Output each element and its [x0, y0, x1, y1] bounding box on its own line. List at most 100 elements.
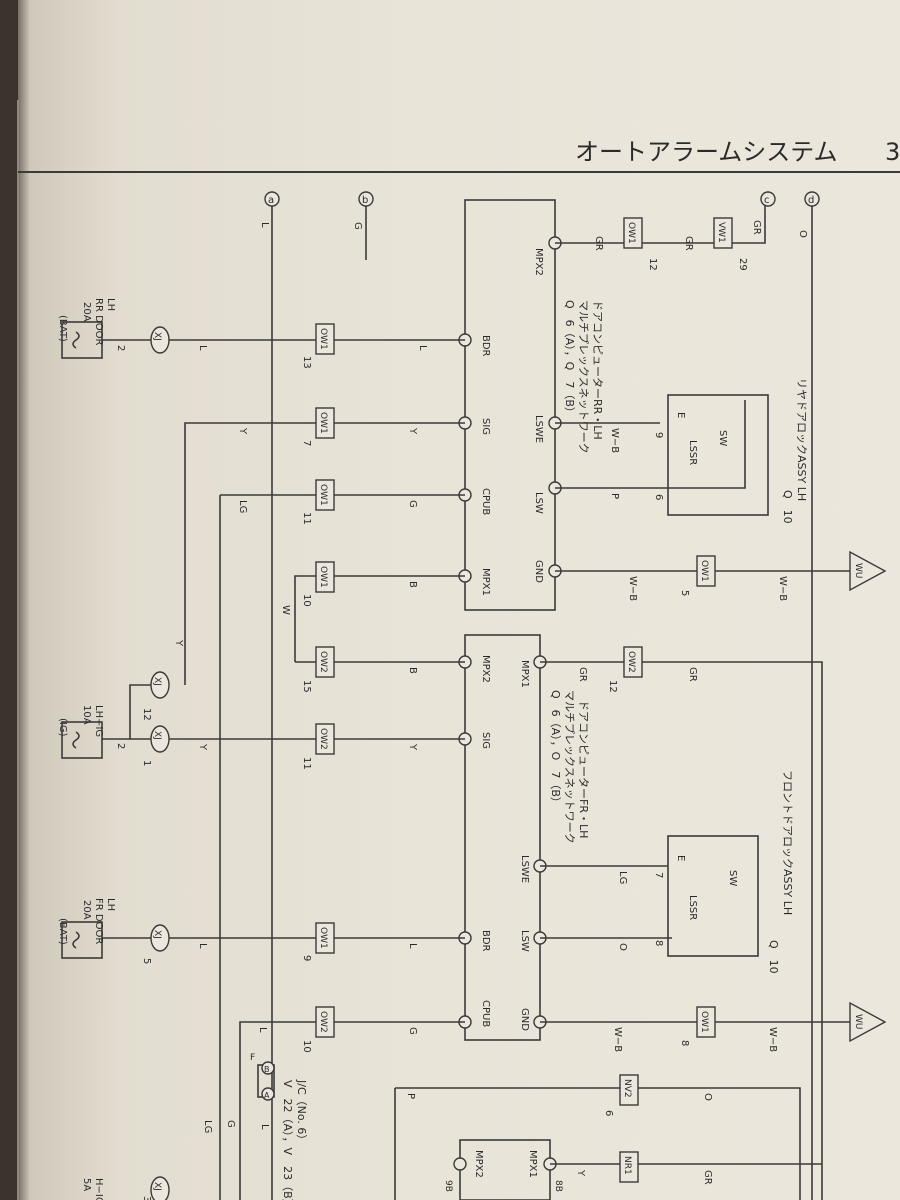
ecu-rr-name1: マルチプレックスネットワーク — [577, 300, 590, 454]
terminal-label: a — [268, 195, 274, 206]
pin-label: MPX1 — [527, 1150, 538, 1178]
connector-box — [619, 1074, 639, 1106]
wire-color: O — [617, 943, 628, 951]
wire-color: L — [197, 943, 208, 949]
wire-color: G — [352, 222, 363, 230]
wire-color: L — [417, 345, 428, 351]
pin-number: 8 — [653, 940, 664, 946]
wire-color: O — [797, 230, 808, 238]
pin-number: 7 — [301, 440, 312, 446]
wire-color: P — [609, 493, 620, 499]
fuse-rating: 20A — [81, 302, 92, 322]
pin-number: 7 — [653, 872, 664, 878]
pin-number: 15 — [301, 680, 312, 693]
pin-number: 10 — [301, 594, 312, 607]
pin-label: MPX2 — [533, 248, 544, 276]
pin-label: MPX1 — [519, 660, 530, 688]
wire-color: L — [257, 1027, 268, 1033]
connector-label: OW2 — [626, 651, 636, 673]
ecu-rr-pins: MPX2 BDR SIG CPUB MPX1 LSWE LSW GND — [480, 248, 544, 596]
front-lock-box — [667, 835, 759, 957]
fuse-name: LH — [105, 298, 116, 311]
wire-color: P — [405, 1093, 416, 1099]
ecu-fr-box — [464, 634, 541, 1041]
connector-label: NV2 — [622, 1079, 632, 1098]
fuse-ig-box — [61, 721, 103, 759]
pin-label: MPX2 — [480, 655, 491, 683]
ground-symbol-fr — [849, 1001, 887, 1043]
connector-box — [315, 407, 335, 439]
pin-label: CPUB — [480, 1000, 491, 1027]
page-title: オートアラームシステム — [575, 138, 838, 166]
pin-number: 6 — [653, 494, 664, 500]
terminal-label: d — [808, 195, 814, 206]
fuse-symbol — [72, 931, 80, 949]
lock-sw: SW — [717, 430, 728, 446]
wire-o-bottom — [640, 1087, 801, 1200]
wire-color: L — [259, 222, 270, 228]
pin-label: MPX2 — [473, 1150, 484, 1178]
lock-lssr: LSSR — [687, 895, 698, 920]
jc-line2: J/C（No. 6） — [295, 1079, 308, 1145]
terminal-d — [804, 191, 820, 207]
ground-label: WU — [853, 1014, 863, 1030]
ecu-fr-part: Q 6（A），O 7（B） — [549, 690, 562, 808]
rear-lock-part: Q 10 — [781, 490, 794, 524]
pin-number: 2 — [115, 743, 126, 749]
ecu-rr-name2: ドアコンピューターRR・LH — [591, 300, 604, 440]
rear-lock-box — [667, 394, 769, 516]
wire-color: GR — [683, 236, 694, 251]
jc-pin-a — [261, 1087, 275, 1101]
connector-box — [315, 922, 335, 954]
wire-color: Y — [407, 743, 418, 751]
pin-label: LSW — [519, 930, 530, 952]
wire-color: LG — [237, 500, 248, 513]
terminal-label: b — [362, 195, 368, 206]
connector-label: VW1 — [716, 222, 726, 243]
xj-connector — [150, 1176, 170, 1200]
wire-color: GR — [577, 667, 588, 682]
pin-number: 9 — [653, 432, 664, 438]
pin-number: 8B — [553, 1180, 563, 1192]
wire-color: L — [197, 345, 208, 351]
pin-label: BDR — [480, 930, 491, 952]
fuse-fr-box — [61, 921, 103, 959]
wire-color: W−B — [609, 428, 620, 453]
wire-color: Y — [237, 427, 248, 435]
wire-color: GR — [593, 236, 604, 251]
wire-color: Y — [197, 743, 208, 751]
xj-connector — [150, 671, 170, 699]
wire-color: W−B — [767, 1027, 778, 1052]
pin-label: GND — [533, 560, 544, 583]
fuse-name: LH−IG — [93, 705, 104, 737]
page-number: 3 — [885, 138, 900, 166]
pin-label: BDR — [480, 335, 491, 357]
front-lock-name: フロントドアロックASSY LH — [781, 770, 794, 915]
xj-connector — [150, 326, 170, 354]
fuse-rating: 10A — [81, 705, 92, 725]
pin-number: 9 — [301, 955, 312, 961]
jc-label-a: A — [264, 1091, 270, 1100]
connector-label: OW2 — [318, 728, 328, 750]
pin-label: LSWE — [519, 855, 530, 883]
wire-sig-rr — [184, 422, 465, 640]
connector-box — [315, 479, 335, 511]
pin-number: 5 — [141, 958, 152, 964]
pin-number: 13 — [301, 356, 312, 369]
pin-number: 12 — [607, 680, 618, 693]
fuse-name: FR DOOR — [93, 898, 104, 944]
pin-number: 6 — [603, 1110, 614, 1116]
connector-label: OW1 — [318, 927, 328, 949]
wire-color: W−B — [777, 576, 788, 601]
pin-number: 12 — [141, 708, 152, 721]
ground-label: WU — [853, 563, 863, 579]
pin-number: 2 — [115, 345, 126, 351]
connector-box — [315, 323, 335, 355]
connector-box — [713, 217, 733, 249]
wire-color: Y — [173, 639, 184, 647]
ecu-fr-pins: MPX2 SIG BDR CPUB MPX1 LSWE LSW GND — [480, 655, 530, 1031]
connector-label: OW1 — [318, 412, 328, 434]
connector-box — [619, 1151, 639, 1183]
wire-color: G — [225, 1120, 236, 1128]
